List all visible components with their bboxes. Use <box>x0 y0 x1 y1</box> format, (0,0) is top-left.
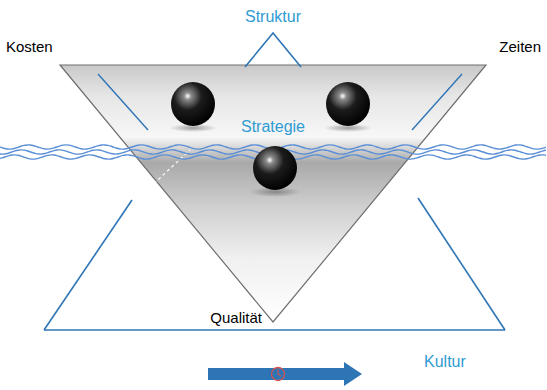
clock-hands <box>278 370 281 377</box>
culture-triangle-side <box>418 198 505 330</box>
sphere <box>253 146 297 190</box>
time-arrow <box>208 368 346 380</box>
culture-triangle-base <box>44 329 505 331</box>
structure-triangle <box>245 33 301 67</box>
inverted-triangle <box>60 65 486 322</box>
diagram-label: Kultur <box>424 353 466 371</box>
sphere <box>171 82 215 126</box>
diagram-label: Kosten <box>6 38 53 56</box>
inner-line <box>98 74 148 130</box>
time-arrow-head <box>344 362 362 386</box>
diagram-label: Qualität <box>210 309 262 327</box>
sphere <box>326 82 370 126</box>
diagram-label: Zeiten <box>499 38 541 56</box>
inner-line <box>412 74 462 130</box>
culture-triangle-side <box>44 200 132 330</box>
clock-icon <box>272 368 285 381</box>
diagram-label: Struktur <box>245 8 301 26</box>
diagram-label: Strategie <box>241 118 305 136</box>
